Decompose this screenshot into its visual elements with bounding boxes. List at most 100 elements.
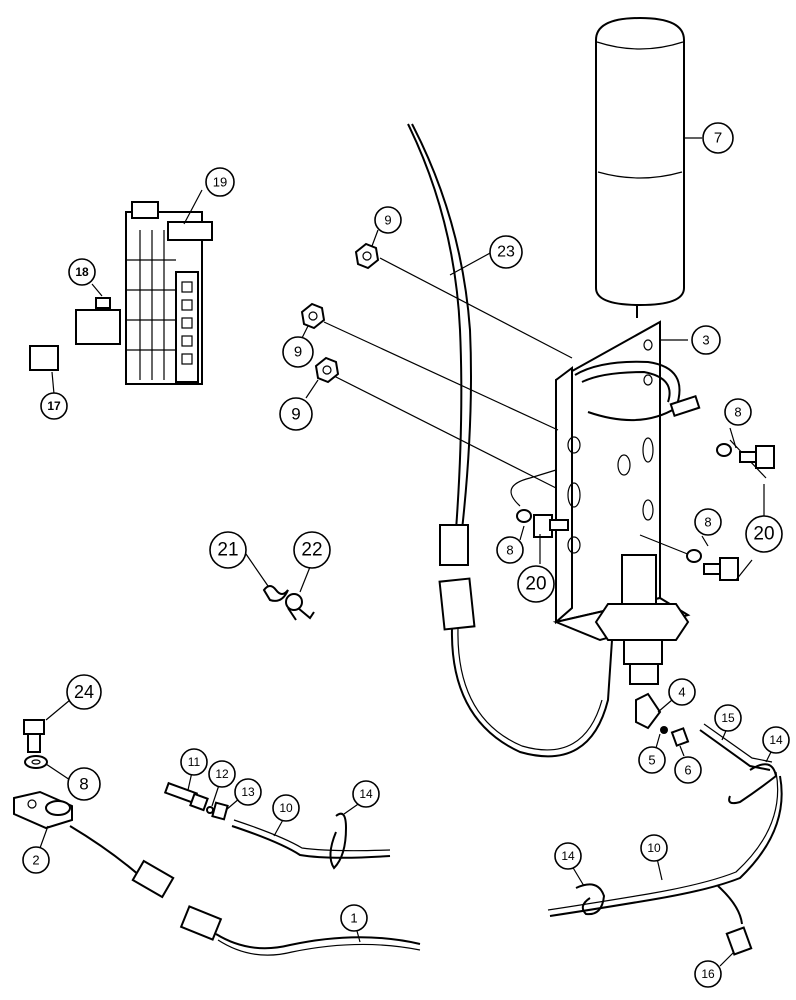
- part-22-terminal: [285, 593, 315, 621]
- callout-11-label: 11: [188, 755, 201, 769]
- callout-15-label: 15: [721, 711, 735, 725]
- callout-10-right: 10: [640, 834, 668, 862]
- callout-17: 17: [40, 392, 68, 420]
- callout-8-left-label: 8: [506, 543, 513, 558]
- callout-15: 15: [714, 704, 742, 732]
- callout-3: 3: [691, 325, 721, 355]
- callout-1: 1: [340, 904, 368, 932]
- callout-6-label: 6: [684, 763, 691, 778]
- callout-8-mid-right: 8: [694, 508, 722, 536]
- callout-4-label: 4: [678, 685, 685, 700]
- callout-9-lower: 9: [279, 397, 313, 431]
- callout-14-lower-right-label: 14: [561, 849, 575, 863]
- part-9-nut-c: [314, 356, 340, 384]
- callout-9-top-label: 9: [384, 213, 391, 228]
- part-13-nut: [211, 801, 229, 821]
- callout-3-label: 3: [702, 333, 709, 348]
- callout-2: 2: [22, 846, 50, 874]
- callout-2-label: 2: [32, 853, 39, 868]
- callout-19: 19: [205, 167, 235, 197]
- callout-9-top: 9: [374, 206, 402, 234]
- callout-10-right-label: 10: [647, 841, 661, 855]
- callout-8-upper-right: 8: [724, 398, 752, 426]
- callout-21: 21: [209, 531, 247, 569]
- callout-11: 11: [180, 748, 208, 776]
- callout-20-left: 20: [517, 565, 555, 603]
- callout-20-right-upper-label: 20: [753, 524, 774, 545]
- part-9-nut-b: [300, 302, 326, 330]
- part-16-connector: [717, 885, 753, 956]
- callout-10-middle: 10: [272, 794, 300, 822]
- callout-8-mid-right-label: 8: [704, 515, 711, 530]
- callout-7-label: 7: [714, 130, 722, 147]
- part-8-washer-left: [516, 509, 532, 523]
- part-23-harness: [407, 123, 613, 758]
- leader-lines: [39, 137, 775, 967]
- callout-13-label: 13: [241, 785, 255, 799]
- part-19-fuse-block: [125, 201, 213, 385]
- callout-8-upper-right-label: 8: [734, 405, 741, 420]
- part-9-nut-a: [354, 242, 380, 270]
- callout-9-lower-label: 9: [291, 405, 300, 424]
- part-4-elbow: [635, 692, 662, 730]
- callout-14-upper-right: 14: [762, 726, 790, 754]
- callout-14-middle-label: 14: [359, 787, 373, 801]
- callout-8-lower-left: 8: [67, 767, 101, 801]
- part-5-ball: [660, 726, 668, 734]
- part-11-sensor: [163, 781, 209, 812]
- callout-8-lower-left-label: 8: [79, 775, 88, 794]
- callout-23-label: 23: [497, 244, 515, 261]
- part-17-relay: [29, 345, 59, 371]
- part-10-tube-middle: [231, 819, 391, 859]
- callout-6: 6: [674, 756, 702, 784]
- part-24-bolt: [23, 719, 45, 753]
- part-18-fuse: [75, 297, 121, 345]
- part-20-bolt-right-upper: [739, 445, 775, 469]
- callout-9-mid-label: 9: [294, 344, 302, 361]
- callout-23: 23: [489, 235, 523, 269]
- part-15-line: [699, 723, 773, 771]
- callout-18-label: 18: [75, 265, 89, 279]
- callout-18: 18: [68, 258, 96, 286]
- callout-22: 22: [293, 531, 331, 569]
- callout-19-label: 19: [213, 175, 227, 190]
- part-12-ball: [206, 806, 214, 814]
- part-14-clip-lower-right: [575, 883, 606, 916]
- part-14-clip-middle: [329, 812, 348, 870]
- callout-16: 16: [694, 960, 722, 988]
- part-8-washer-right-upper: [716, 443, 732, 457]
- callout-24: 24: [66, 674, 102, 710]
- part-14-clip-upper-right: [728, 763, 778, 805]
- callout-20-right-upper: 20: [745, 515, 783, 553]
- callout-5-label: 5: [648, 753, 655, 768]
- part-8-washer-lower-left: [24, 755, 48, 769]
- callout-7: 7: [702, 122, 734, 154]
- part-20-bolt-left: [533, 514, 569, 538]
- callout-12-label: 12: [215, 767, 229, 781]
- callout-20-left-label: 20: [525, 574, 546, 595]
- callout-17-label: 17: [47, 399, 61, 413]
- part-3-bracket: [552, 320, 701, 685]
- part-6-nut: [670, 727, 690, 747]
- callout-9-mid: 9: [282, 336, 314, 368]
- callout-13: 13: [234, 778, 262, 806]
- callout-14-middle: 14: [352, 780, 380, 808]
- callout-24-label: 24: [74, 682, 94, 702]
- part-7-canister: [595, 16, 685, 318]
- callout-14-lower-right: 14: [554, 842, 582, 870]
- part-8-washer-right-lower: [686, 549, 702, 563]
- callout-1-label: 1: [350, 911, 357, 926]
- part-21-spring: [262, 585, 289, 602]
- callout-10-middle-label: 10: [279, 801, 293, 815]
- callout-16-label: 16: [701, 967, 715, 981]
- callout-4: 4: [668, 678, 696, 706]
- callout-12: 12: [208, 760, 236, 788]
- part-1-harness: [69, 825, 421, 956]
- callout-21-label: 21: [217, 540, 238, 561]
- callout-22-label: 22: [301, 540, 322, 561]
- part-2-switch: [13, 790, 73, 830]
- callout-5: 5: [638, 746, 666, 774]
- part-20-bolt-right-lower: [703, 557, 739, 581]
- callout-8-left: 8: [496, 536, 524, 564]
